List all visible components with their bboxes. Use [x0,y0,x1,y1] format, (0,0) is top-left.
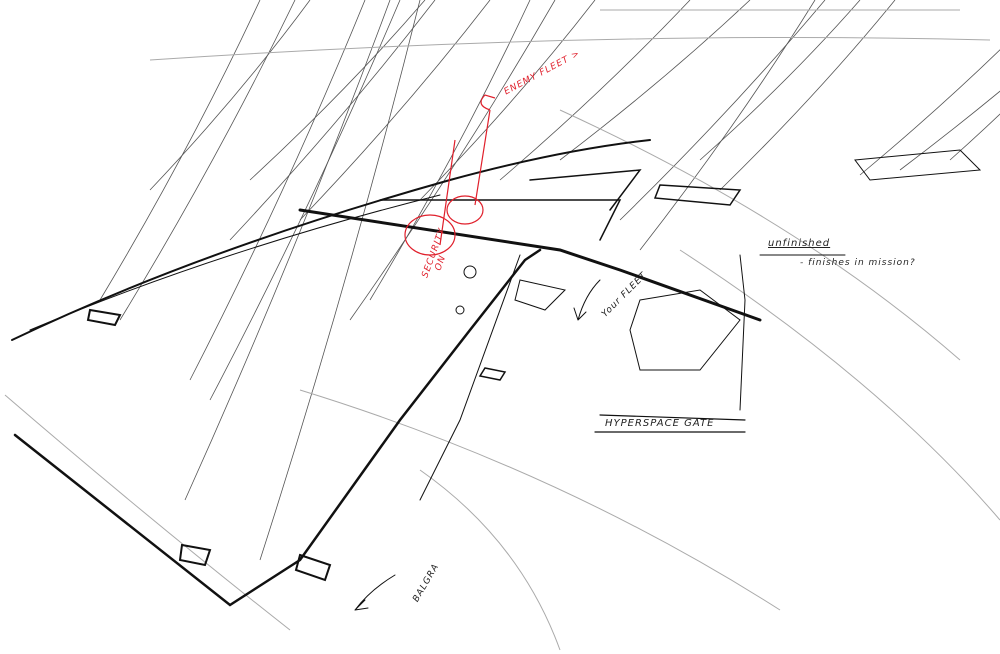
pencil-arcs [4,9,1000,651]
speed-streak [719,0,896,191]
finishes-in-mission-note: - finishes in mission? [800,258,916,268]
speed-streak [499,0,691,181]
speed-streak [299,0,491,221]
unfinished-note: unfinished [768,238,831,249]
speed-streak [119,0,296,321]
hyperspace-gate-label: HYPERSPACE GATE [605,418,715,429]
speed-streak [189,0,366,381]
speed-streak [349,0,556,321]
speed-streak [259,0,421,561]
station-platform [11,139,982,611]
speed-streak [619,0,826,221]
speed-streaks [99,0,1000,561]
speed-streak [419,0,596,201]
speed-streak [149,0,311,191]
speed-streak [184,0,391,501]
speed-streak [249,0,426,181]
speed-streak [859,49,1000,176]
speed-streak [949,113,1000,161]
speed-streak [899,90,1000,171]
speed-streak [639,0,816,251]
speed-streak [99,0,261,301]
red-markup [404,94,496,256]
speed-streak [229,0,436,241]
speed-streak [369,0,531,301]
speed-streak [559,0,751,161]
